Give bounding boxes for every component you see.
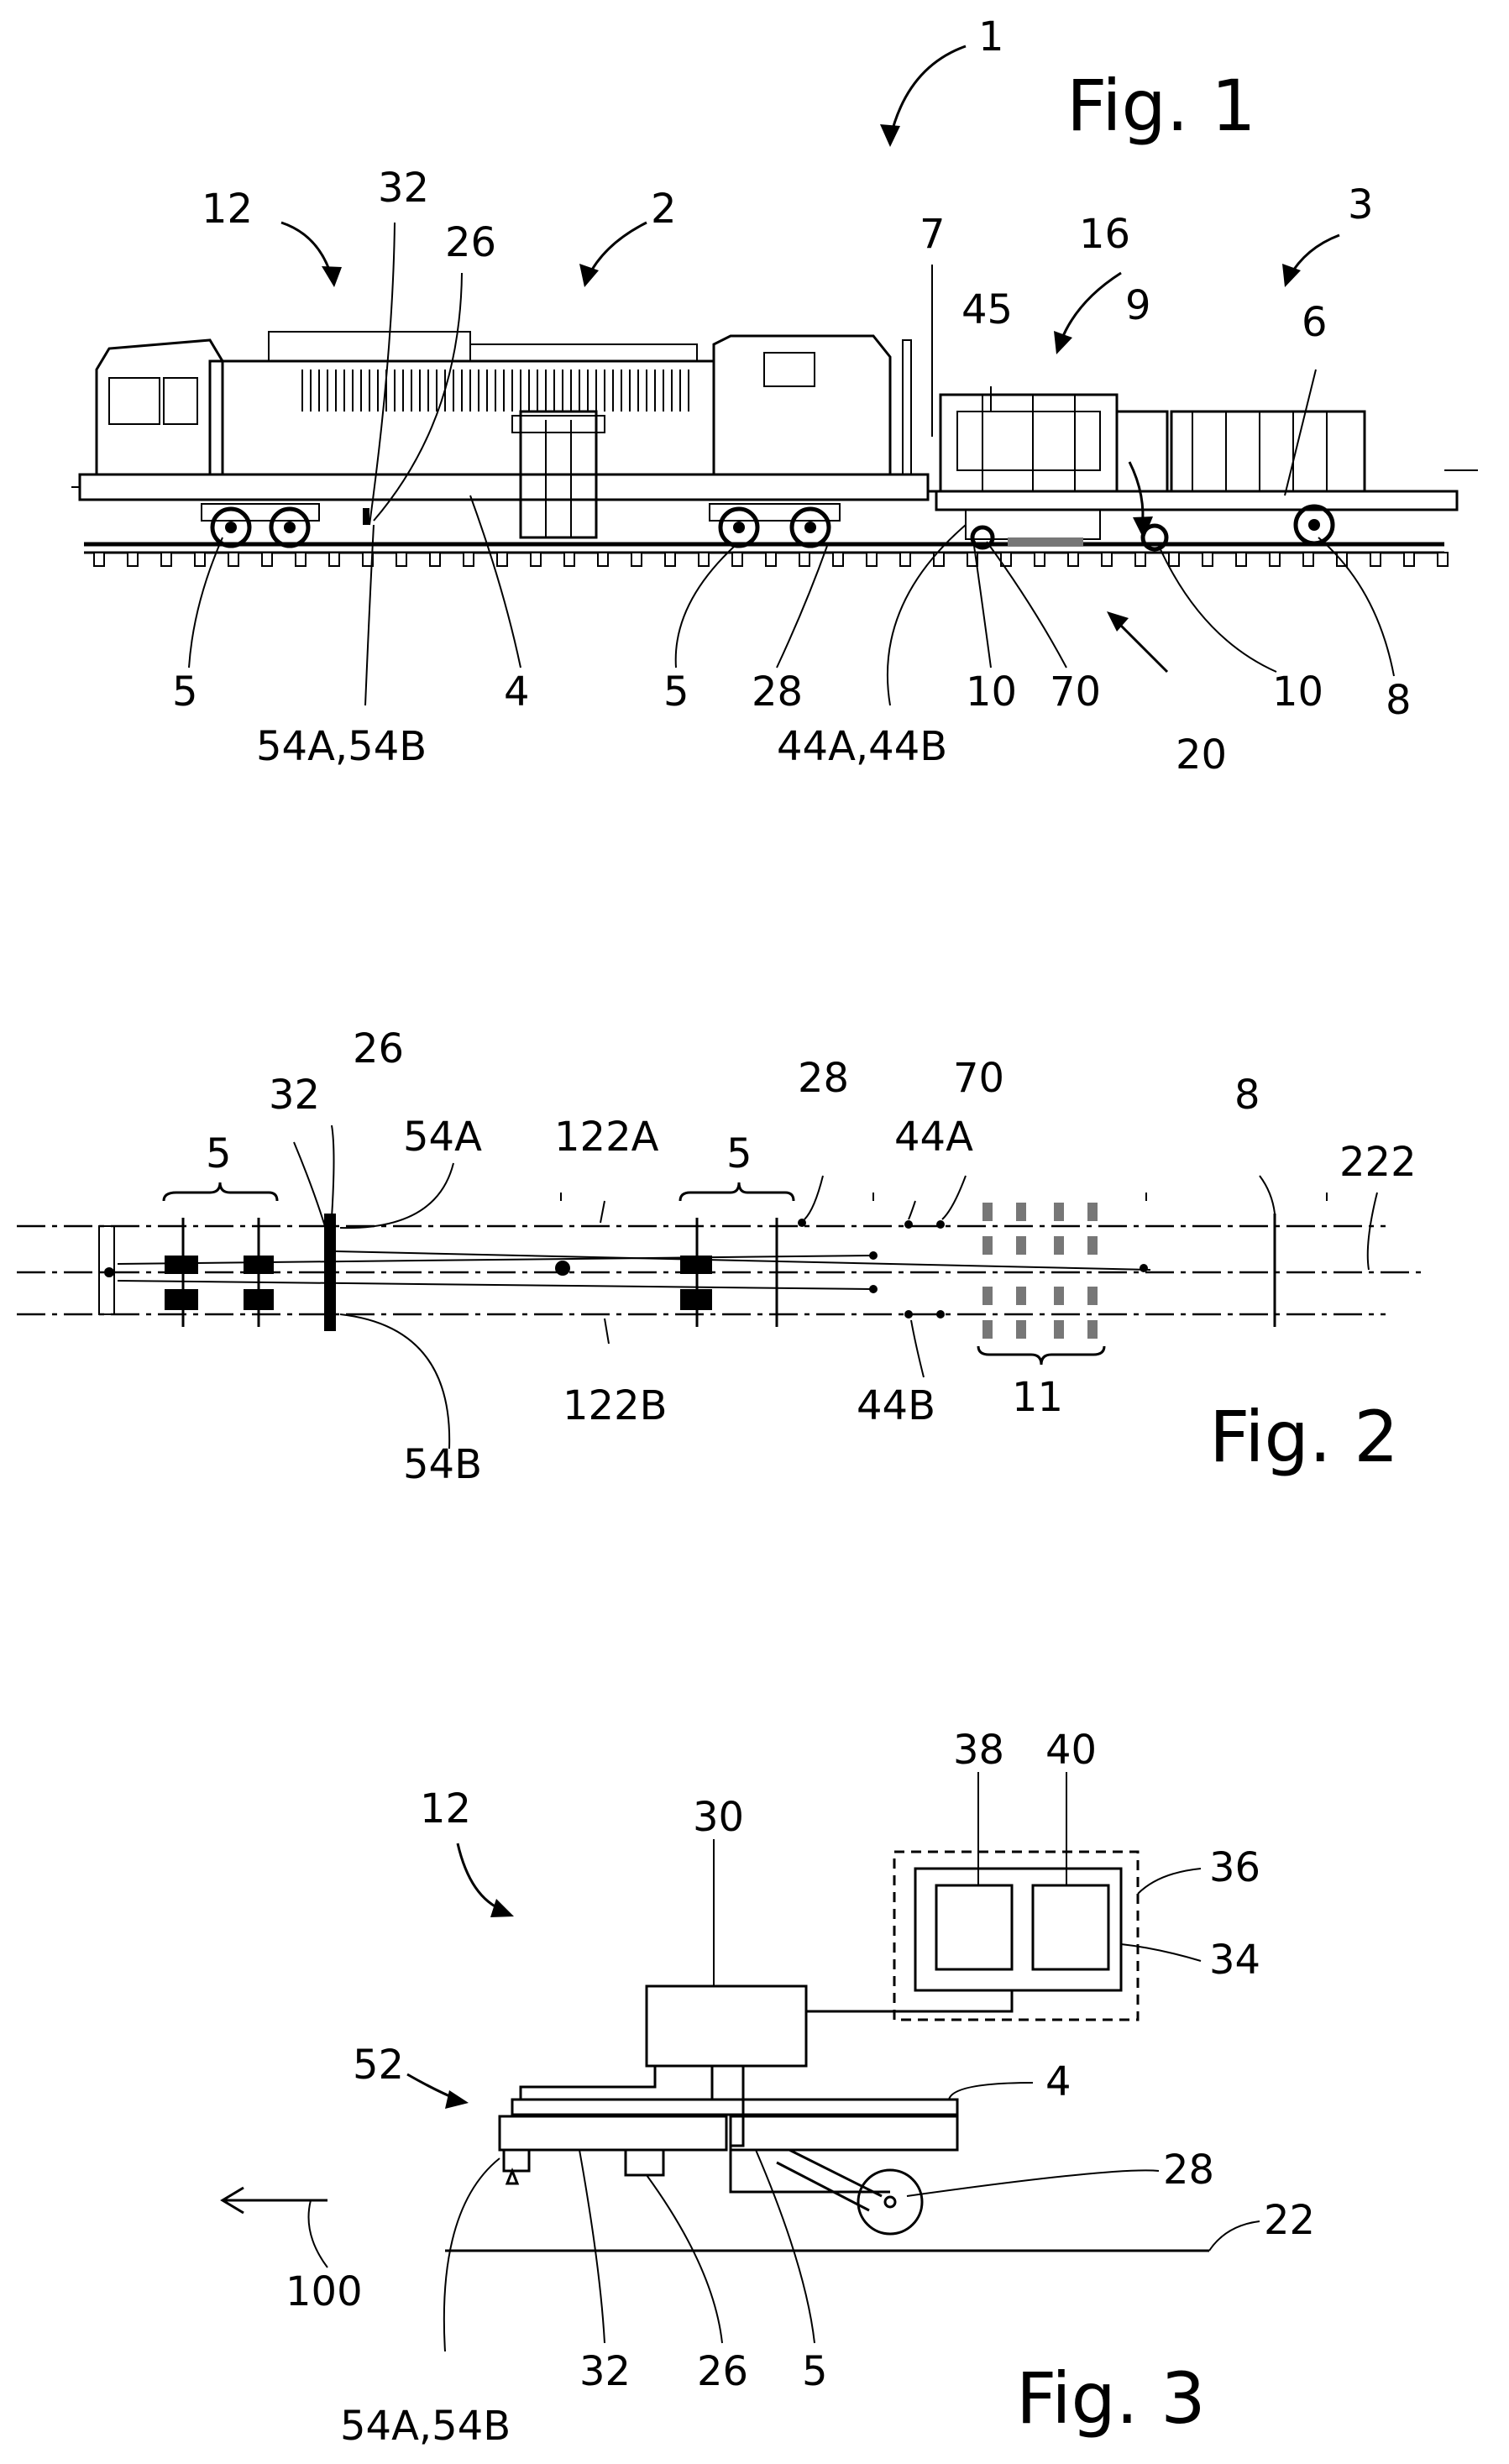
- vehicle-frame-4: [512, 2100, 957, 2115]
- sensor-26-box: [626, 2150, 663, 2175]
- fig3-label-32: 32: [579, 2348, 631, 2395]
- fig2-label-5a: 5: [206, 1130, 232, 1177]
- fig2-title: Fig. 2: [1209, 1396, 1399, 1478]
- fig2-label-54b: 54B: [403, 1441, 482, 1488]
- figure-2: Fig. 2: [17, 1025, 1428, 1488]
- tamping-unit-11: [982, 1203, 1098, 1339]
- unit-34-box: [915, 1869, 1121, 1990]
- fig3-label-22: 22: [1264, 2197, 1315, 2244]
- fig3-label-100: 100: [286, 2268, 363, 2315]
- sleepers: [94, 553, 1448, 566]
- fig1-label-20: 20: [1176, 731, 1227, 779]
- fig2-label-11: 11: [1012, 1374, 1063, 1421]
- brace-11: [978, 1346, 1104, 1365]
- fig2-label-26: 26: [353, 1025, 404, 1072]
- fig3-label-36: 36: [1209, 1844, 1260, 1891]
- fig3-label-34: 34: [1209, 1937, 1260, 1984]
- fig1-label-10b: 10: [1272, 668, 1323, 716]
- brace-5-right: [680, 1182, 794, 1201]
- bogie-5-frame: [731, 2116, 957, 2150]
- track-maintenance-machine: [71, 332, 1478, 566]
- fig2-label-122b: 122B: [563, 1382, 668, 1429]
- fig3-label-12: 12: [420, 1785, 471, 1832]
- fig1-label-10a: 10: [966, 668, 1017, 716]
- fig3-label-38: 38: [953, 1727, 1004, 1774]
- fig2-label-8: 8: [1234, 1072, 1260, 1119]
- fig3-label-30: 30: [693, 1794, 744, 1841]
- fig1-label-5b: 5: [663, 668, 689, 716]
- unit-36-dashed-box: [894, 1852, 1138, 2020]
- fig2-label-222: 222: [1339, 1139, 1417, 1186]
- fig3-label-54a-54b: 54A,54B: [340, 2403, 511, 2450]
- fig2-label-5b: 5: [726, 1130, 752, 1177]
- sensor-54-box: [504, 2150, 529, 2171]
- fig3-title: Fig. 3: [1016, 2357, 1206, 2440]
- fig3-label-40: 40: [1045, 1727, 1097, 1774]
- fig3-leader-lines: [444, 1772, 1260, 2351]
- fig1-label-70: 70: [1050, 668, 1101, 716]
- fig1-label-6: 6: [1302, 299, 1328, 346]
- engine-vents: [302, 370, 689, 412]
- fig1-label-4: 4: [504, 668, 530, 716]
- fig2-label-70: 70: [953, 1055, 1004, 1102]
- figure-1: Fig. 1: [71, 13, 1478, 779]
- fig3-label-4: 4: [1045, 2058, 1071, 2105]
- brace-5-left: [164, 1182, 277, 1201]
- fig3-label-5: 5: [802, 2348, 828, 2395]
- fig3-label-52: 52: [353, 2042, 404, 2089]
- fig1-label-12: 12: [202, 186, 253, 233]
- fig1-label-2: 2: [651, 186, 677, 233]
- fig1-label-45: 45: [961, 286, 1013, 333]
- fig2-label-44b: 44B: [857, 1382, 935, 1429]
- unit-40-box: [1033, 1885, 1108, 1969]
- fig1-title: Fig. 1: [1066, 65, 1256, 147]
- fig1-label-9: 9: [1125, 282, 1151, 329]
- fig1-label-54a-54b: 54A,54B: [256, 723, 427, 770]
- fig1-label-3: 3: [1348, 181, 1374, 228]
- fig1-label-26: 26: [445, 219, 496, 266]
- fig3-reference-labels: 38 40 12 30 36 34 52 4 28 100 22 54A,54B…: [286, 1727, 1315, 2450]
- fig2-label-32: 32: [269, 1072, 320, 1119]
- unit-38-box: [936, 1885, 1012, 1969]
- fig1-label-32: 32: [378, 165, 429, 212]
- fig3-label-26: 26: [697, 2348, 748, 2395]
- fig2-label-28: 28: [798, 1055, 849, 1102]
- fig1-label-16: 16: [1079, 211, 1130, 258]
- fig2-label-44a: 44A: [894, 1114, 973, 1161]
- fig1-label-28: 28: [752, 668, 803, 716]
- fig1-label-44a-44b: 44A,44B: [777, 723, 947, 770]
- sensor-beam-32: [500, 2116, 726, 2150]
- fig1-leader-lines: [189, 223, 1394, 705]
- fig2-label-122a: 122A: [554, 1114, 659, 1161]
- fig1-label-7: 7: [920, 211, 946, 258]
- fig3-label-28: 28: [1163, 2147, 1214, 2194]
- fig1-label-5a: 5: [172, 668, 198, 716]
- machine-plan-view: [99, 1193, 1327, 1331]
- figure-3: Fig. 3: [223, 1727, 1315, 2450]
- fig1-label-8: 8: [1386, 677, 1412, 724]
- unit-30-box: [647, 1986, 806, 2066]
- fig2-label-54a: 54A: [403, 1114, 482, 1161]
- fig1-label-1: 1: [978, 13, 1004, 60]
